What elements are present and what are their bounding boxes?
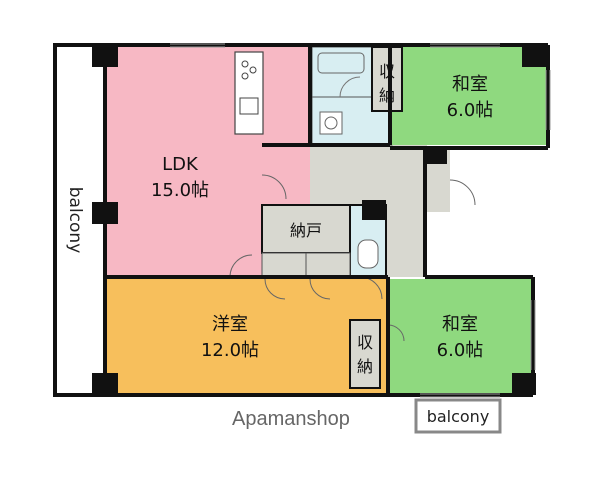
balcony-bottom-label: balcony xyxy=(427,407,490,426)
bathtub-icon xyxy=(317,52,365,74)
door-swing-icon xyxy=(229,254,253,278)
door-swing-icon xyxy=(387,324,405,342)
stove-burner-icon xyxy=(241,60,249,68)
kitchen-counter xyxy=(234,51,264,135)
door-swing-icon xyxy=(449,179,476,206)
western-name: 洋室 xyxy=(212,314,248,335)
western-room xyxy=(105,279,388,395)
japanese-top-name: 和室 xyxy=(452,74,488,95)
japanese-room-top xyxy=(390,45,548,145)
brand-watermark: Apamanshop xyxy=(232,408,350,430)
ldk-name: LDK xyxy=(162,154,199,175)
washbasin-bowl-icon xyxy=(324,116,338,130)
japanese-room-bottom xyxy=(388,279,533,395)
japanese-bottom-size: 6.0帖 xyxy=(437,340,484,361)
storage-bottom-char2: 納 xyxy=(357,357,373,376)
ldk-size: 15.0帖 xyxy=(151,180,209,201)
door-swing-icon xyxy=(264,278,286,300)
balcony-bottom xyxy=(414,398,502,434)
columns xyxy=(92,45,548,395)
storage-top-overlay xyxy=(371,46,403,112)
japanese-top-size: 6.0帖 xyxy=(447,100,494,121)
balcony-left-label: balcony xyxy=(65,187,85,254)
storage-bottom-char1: 収 xyxy=(357,333,373,352)
stove-burner-icon xyxy=(249,66,257,74)
bath-door-icon xyxy=(339,76,361,98)
washbasin-icon xyxy=(319,111,343,135)
windows xyxy=(170,43,551,398)
western-size: 12.0帖 xyxy=(201,340,259,361)
door-swing-icon xyxy=(261,174,287,200)
sink-icon xyxy=(239,97,259,115)
toilet-icon xyxy=(357,239,379,269)
stove-burner-icon xyxy=(241,72,249,80)
pantry-label: 納戸 xyxy=(290,221,322,240)
storage-top-char2b: 納 xyxy=(379,86,395,105)
japanese-bottom-name: 和室 xyxy=(442,314,478,335)
storage-top-char1b: 収 xyxy=(379,62,395,81)
storage-bottom xyxy=(349,319,381,389)
door-swing-icon xyxy=(309,278,331,300)
